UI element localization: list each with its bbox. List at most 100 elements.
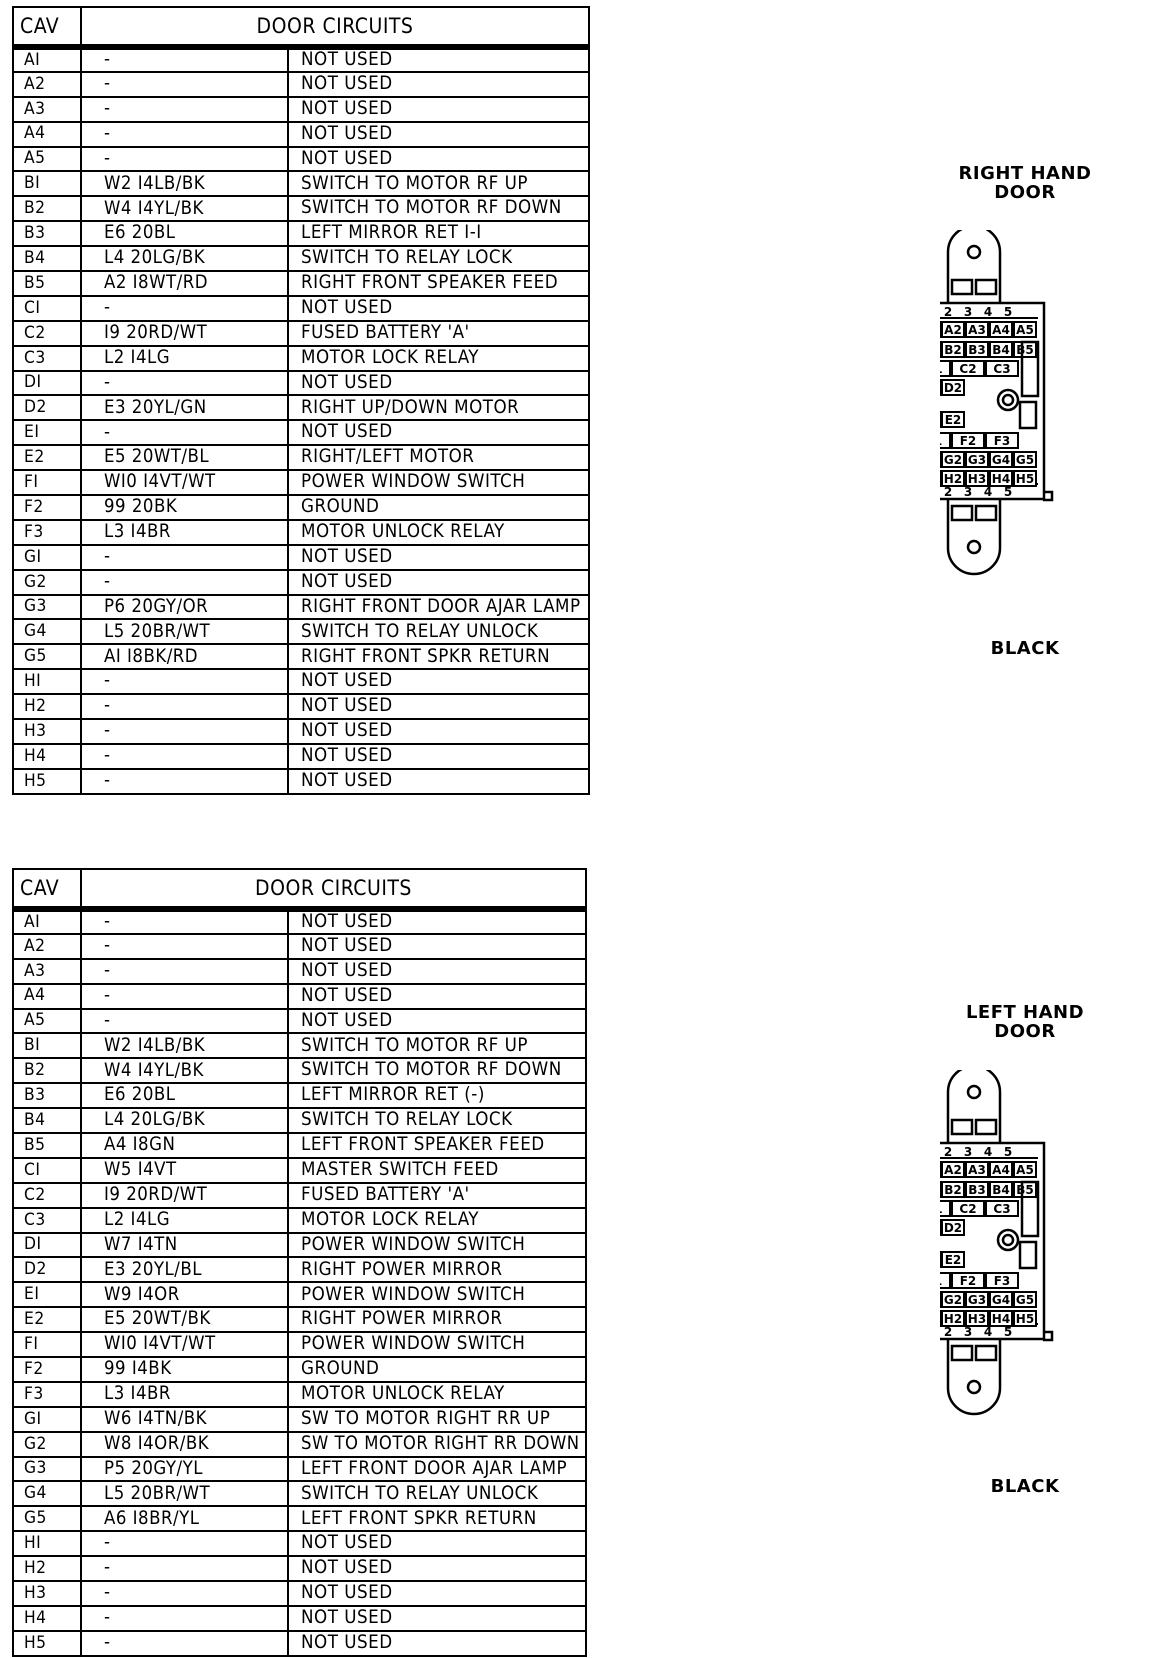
wire-code-cell: - (80, 693, 289, 721)
wire-code-cell: - (80, 906, 289, 935)
table-row: H5-NOT USED (12, 1629, 587, 1657)
cavity-cell: B3 (12, 1082, 82, 1110)
right-connector-color: BLACK (990, 638, 1060, 659)
wire-code-cell: E5 20WT/BK (80, 1306, 289, 1334)
circuit-function-cell: NOT USED (287, 668, 590, 696)
wire-code-cell: W6 I4TN/BK (80, 1405, 289, 1433)
circuit-function-cell: MOTOR UNLOCK RELAY (287, 1380, 587, 1408)
cavity-cell: AI (12, 44, 82, 73)
wire-code-cell: L4 20LG/BK (80, 1107, 289, 1135)
table-row: A2-NOT USED (12, 932, 587, 960)
cavity-label: E2 (945, 413, 962, 427)
cavity-cell: C3 (12, 344, 82, 372)
cavity-cell: H5 (12, 1629, 82, 1657)
column-number-top: 5 (1004, 1145, 1012, 1159)
cavity-box (951, 432, 985, 449)
lock-tab-bottom-right (974, 504, 998, 522)
wire-code-cell: - (80, 145, 289, 173)
cavity-box (940, 1272, 951, 1289)
wire-code-cell: - (80, 419, 289, 447)
cavity-cell: F2 (12, 1356, 82, 1383)
cavity-box (989, 451, 1013, 468)
cavity-box (941, 1310, 965, 1327)
wire-code-cell: - (80, 120, 289, 148)
cavity-label: C2 (959, 1202, 976, 1216)
column-number-top: 3 (964, 305, 972, 319)
cavity-cell: C2 (12, 319, 82, 347)
cavity-cell: H4 (12, 1604, 82, 1632)
circuit-function-cell: NOT USED (287, 369, 590, 397)
wire-code-cell: E3 20YL/GN (80, 394, 289, 422)
cavity-cell: AI (12, 906, 82, 935)
table-row: H5-NOT USED (12, 767, 590, 795)
cavity-label: F1 (940, 1274, 942, 1288)
cavity-label: H2 (944, 1312, 962, 1326)
cavity-label: C3 (993, 1202, 1010, 1216)
wire-code-cell: AI I8BK/RD (80, 643, 289, 671)
left-connector-color: BLACK (990, 1476, 1060, 1497)
cavity-label: A5 (1016, 323, 1034, 337)
cavity-cell: A3 (12, 957, 82, 985)
cavity-box (989, 1161, 1013, 1178)
wire-code-cell: W4 I4YL/BK (80, 195, 289, 223)
wire-code-cell: L3 I4BR (80, 1380, 289, 1408)
circuit-function-cell: POWER WINDOW SWITCH (287, 1281, 587, 1309)
circuit-function-cell: SWITCH TO MOTOR RF UP (287, 170, 590, 198)
polarizing-slot (1018, 400, 1038, 430)
wire-code-cell: P5 20GY/YL (80, 1455, 289, 1483)
mount-hole-bottom (966, 539, 982, 555)
wire-code-cell: E6 20BL (80, 220, 289, 248)
keying-boss-inner (1001, 393, 1015, 407)
cavity-label: B4 (992, 1183, 1010, 1197)
circuit-function-cell: NOT USED (287, 419, 590, 447)
circuit-function-cell: MASTER SWITCH FEED (287, 1156, 587, 1184)
cavity-cell: EI (12, 419, 82, 447)
column-number-bottom: 4 (984, 1325, 992, 1339)
mount-hole-top (966, 244, 982, 260)
cavity-label: H4 (992, 472, 1010, 486)
table-row: DI-NOT USED (12, 369, 590, 397)
cavity-box (989, 321, 1013, 338)
cavity-cell: B3 (12, 220, 82, 248)
circuit-function-cell: SW TO MOTOR RIGHT RR UP (287, 1405, 587, 1433)
column-number-top: 2 (944, 1145, 952, 1159)
column-number-top: 4 (984, 1145, 992, 1159)
table-row: A5-NOT USED (12, 1007, 587, 1035)
cavity-cell: G5 (12, 643, 82, 671)
cavity-label: B4 (992, 343, 1010, 357)
cavity-label: G2 (944, 1293, 962, 1307)
keying-boss-outer (996, 1228, 1020, 1252)
wire-code-cell: W5 I4VT (80, 1156, 289, 1184)
cavity-cell: A5 (12, 145, 82, 173)
circuit-function-cell: NOT USED (287, 767, 590, 795)
table-row: H4-NOT USED (12, 1604, 587, 1632)
wire-code-cell: - (80, 668, 289, 696)
cavity-box (989, 470, 1013, 487)
cavity-box (965, 321, 989, 338)
cavity-cell: GI (12, 543, 82, 571)
cavity-cell: G3 (12, 593, 82, 621)
circuit-function-cell: SW TO MOTOR RIGHT RR DOWN (287, 1430, 587, 1458)
cavity-box (1013, 451, 1037, 468)
column-number-bottom: 2 (944, 1325, 952, 1339)
circuit-function-cell: NOT USED (287, 294, 590, 322)
cavity-label: A4 (992, 1163, 1010, 1177)
cavity-label: A4 (992, 323, 1010, 337)
wire-code-cell: - (80, 718, 289, 745)
cavity-cell: A3 (12, 95, 82, 123)
wire-code-cell: L2 I4LG (80, 1206, 289, 1234)
circuit-function-cell: RIGHT FRONT DOOR AJAR LAMP (287, 593, 590, 621)
cavity-box (951, 1200, 985, 1217)
